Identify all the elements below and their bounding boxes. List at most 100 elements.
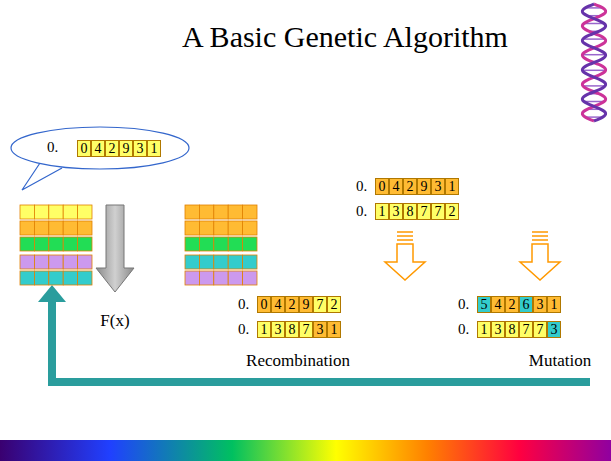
gene-digit: 1 [258,322,270,337]
gene-cell: 0 [77,140,91,157]
gene-digit: 3 [272,322,284,337]
gene-cell: 2 [505,296,519,313]
gene-digit: 1 [446,179,458,194]
gene-cell: 4 [389,178,403,195]
gene-cell: 0 [375,178,389,195]
gene-digit: 3 [548,322,560,337]
gene-digit: 1 [478,322,490,337]
gene-cell: 4 [91,140,105,157]
slide-title: A Basic Genetic Algorithm [120,20,570,54]
gene-cell: 9 [417,178,431,195]
gene-cell: 1 [477,321,491,338]
dna-icon [582,4,606,121]
gene-cell: 2 [327,296,341,313]
gene-digit: 1 [328,322,340,337]
gene-digit: 2 [404,179,416,194]
decimal-prefix: 0. [356,203,367,220]
gene-digit: 3 [134,141,146,156]
gene-digit: 2 [106,141,118,156]
gene-cell: 1 [445,178,459,195]
gene-cell: 1 [375,203,389,220]
gene-cell: 3 [491,321,505,338]
gene-digit: 2 [328,297,340,312]
gene-digit: 2 [506,297,518,312]
gene-cell: 0 [257,296,271,313]
gene-digit: 9 [418,179,430,194]
gene-digit: 1 [148,141,160,156]
gene-digit: 8 [286,322,298,337]
gene-cell: 3 [313,321,327,338]
gene-cell: 3 [271,321,285,338]
gene-digit: 0 [78,141,90,156]
gene-cell: 1 [257,321,271,338]
colour-bar [0,440,611,461]
gene-cell: 4 [271,296,285,313]
gene-cell: 7 [313,296,327,313]
decimal-prefix: 0. [47,139,58,156]
gene-digit: 3 [534,297,546,312]
fitness-arrow [96,205,134,292]
loop-arrow [38,285,590,386]
gene-cell: 9 [119,140,133,157]
gene-cell: 9 [299,296,313,313]
gene-digit: 2 [286,297,298,312]
gene-digit: 3 [492,322,504,337]
decimal-prefix: 0. [458,296,469,313]
gene-digit: 1 [376,204,388,219]
gene-cell: 3 [389,203,403,220]
bubble-tail [22,163,62,190]
operator-label: Mutation [514,352,606,369]
gene-cell: 2 [105,140,119,157]
gene-cell: 7 [299,321,313,338]
gene-digit: 9 [300,297,312,312]
gene-cell: 8 [505,321,519,338]
gene-digit: 7 [534,322,546,337]
gene-cell: 1 [547,296,561,313]
operator-arrows [385,232,560,280]
gene-cell: 7 [533,321,547,338]
gene-digit: 6 [520,297,532,312]
operator-label: Recombination [228,352,368,369]
gene-cell: 2 [285,296,299,313]
decimal-prefix: 0. [458,321,469,338]
population-stacks [20,205,257,285]
gene-digit: 7 [520,322,532,337]
gene-digit: 7 [418,204,430,219]
gene-digit: 7 [300,322,312,337]
gene-digit: 3 [432,179,444,194]
gene-cell: 2 [445,203,459,220]
gene-digit: 7 [314,297,326,312]
gene-cell: 4 [491,296,505,313]
gene-digit: 3 [314,322,326,337]
gene-digit: 7 [432,204,444,219]
gene-cell: 3 [133,140,147,157]
gene-digit: 8 [404,204,416,219]
gene-digit: 1 [548,297,560,312]
gene-cell: 8 [285,321,299,338]
gene-digit: 4 [92,141,104,156]
gene-cell: 2 [403,178,417,195]
speech-bubble: 042931 0. [10,126,190,170]
gene-cell: 7 [519,321,533,338]
gene-cell: 1 [327,321,341,338]
gene-digit: 9 [120,141,132,156]
gene-digit: 0 [258,297,270,312]
gene-cell: 1 [147,140,161,157]
decimal-prefix: 0. [238,296,249,313]
function-label: F(x) [85,312,145,329]
gene-digit: 8 [506,322,518,337]
gene-digit: 2 [446,204,458,219]
decimal-prefix: 0. [238,321,249,338]
gene-cell: 3 [431,178,445,195]
gene-cell: 7 [417,203,431,220]
gene-cell: 5 [477,296,491,313]
gene-cell: 6 [519,296,533,313]
gene-digit: 0 [376,179,388,194]
gene-cell: 3 [547,321,561,338]
gene-cell: 8 [403,203,417,220]
gene-cell: 3 [533,296,547,313]
gene-digit: 4 [272,297,284,312]
gene-cell: 7 [431,203,445,220]
